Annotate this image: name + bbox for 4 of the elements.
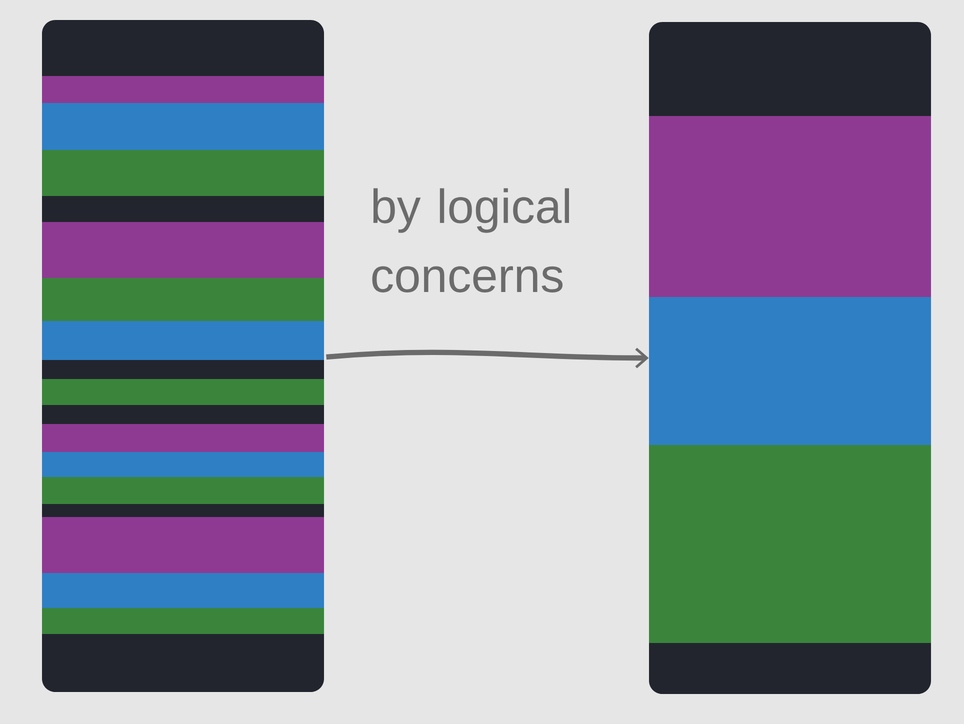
striped-column xyxy=(42,20,324,692)
arrow xyxy=(326,348,649,368)
edge-label: by logical concerns xyxy=(372,188,570,292)
striped-column xyxy=(649,22,931,694)
